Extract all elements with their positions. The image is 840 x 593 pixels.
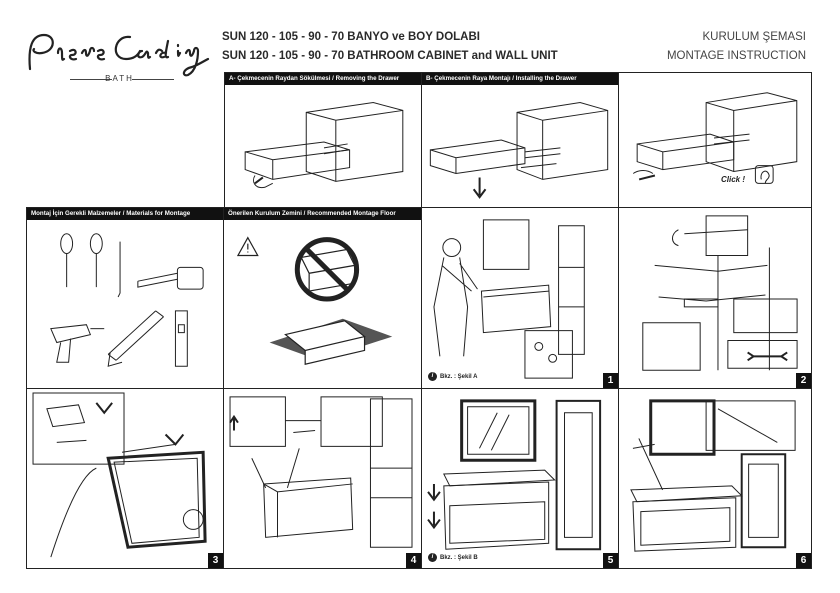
title-tr: SUN 120 - 105 - 90 - 70 BANYO ve BOY DOL… bbox=[222, 31, 480, 43]
step-number: 3 bbox=[208, 553, 223, 568]
hand-icon bbox=[633, 171, 653, 174]
step-number: 4 bbox=[406, 553, 421, 568]
panel-label: B- Çekmecenin Raya Montajı / Installing … bbox=[422, 73, 618, 85]
screwdriver-1-icon bbox=[61, 234, 73, 254]
panel-label: A- Çekmecenin Raydan Sökülmesi / Removin… bbox=[225, 73, 421, 85]
panel-label: Montaj İçin Gerekli Malzemeler / Materia… bbox=[27, 208, 223, 220]
person-icon bbox=[443, 239, 461, 257]
step-6-illustration bbox=[619, 389, 811, 568]
panel-removing-drawer: A- Çekmecenin Raydan Sökülmesi / Removin… bbox=[224, 72, 422, 208]
arrow-icon bbox=[255, 177, 263, 183]
logo-line-left bbox=[70, 79, 112, 80]
panel-step-1: i Bkz. : Şekil A 1 bbox=[421, 207, 619, 389]
logo-line-right bbox=[132, 79, 174, 80]
step-4-illustration bbox=[224, 389, 421, 568]
header-right-tr: KURULUM ŞEMASI bbox=[702, 31, 806, 43]
drill-icon bbox=[51, 325, 91, 363]
title-en: SUN 120 - 105 - 90 - 70 BATHROOM CABINET… bbox=[222, 50, 558, 62]
step-1-illustration bbox=[422, 208, 618, 388]
panel-step-3: 3 bbox=[26, 388, 224, 569]
panel-step-6: 6 bbox=[618, 388, 812, 569]
panel-recommended-floor: Önerilen Kurulum Zemini / Recommended Mo… bbox=[223, 207, 422, 389]
screwdriver-2-icon bbox=[90, 234, 102, 254]
click-label: Click ! bbox=[721, 175, 746, 184]
panel-label: Önerilen Kurulum Zemini / Recommended Mo… bbox=[224, 208, 421, 220]
warning-icon bbox=[238, 238, 258, 256]
panel-step-5: i Bkz. : Şekil B 5 bbox=[421, 388, 619, 569]
logo-sub: BATH bbox=[105, 74, 134, 83]
note-see-figure-a: i Bkz. : Şekil A bbox=[428, 372, 477, 381]
pierre-cardin-signature-logo bbox=[28, 33, 210, 77]
step-3-illustration bbox=[27, 389, 223, 568]
header-right-en: MONTAGE INSTRUCTION bbox=[666, 50, 806, 62]
panel-step-4: 4 bbox=[223, 388, 422, 569]
panel-step-2: 2 bbox=[618, 207, 812, 389]
tape-measure-icon bbox=[177, 267, 203, 289]
panel-installing-drawer-click: Click ! bbox=[618, 72, 812, 208]
spirit-level-icon bbox=[175, 311, 187, 366]
drawer-removal-illustration bbox=[225, 73, 421, 207]
info-icon: i bbox=[428, 372, 437, 381]
step-number: 2 bbox=[796, 373, 811, 388]
brand-logo: BATH bbox=[22, 22, 217, 92]
prohibited-icon bbox=[297, 240, 356, 299]
drawer-click-illustration bbox=[619, 73, 811, 207]
step-number: 1 bbox=[603, 373, 618, 388]
caulk-gun-icon bbox=[108, 311, 163, 366]
panel-installing-drawer: B- Çekmecenin Raya Montajı / Installing … bbox=[421, 72, 619, 208]
step-2-illustration bbox=[619, 208, 811, 388]
info-icon: i bbox=[428, 553, 437, 562]
materials-illustration bbox=[27, 208, 223, 388]
ear-icon bbox=[761, 171, 769, 183]
note-see-figure-b: i Bkz. : Şekil B bbox=[428, 553, 478, 562]
arrow-icon bbox=[474, 177, 486, 197]
step-5-illustration bbox=[422, 389, 618, 568]
pencil-icon bbox=[118, 242, 120, 297]
step-number: 6 bbox=[796, 553, 811, 568]
panel-materials: Montaj İçin Gerekli Malzemeler / Materia… bbox=[26, 207, 224, 389]
step-number: 5 bbox=[603, 553, 618, 568]
recommended-floor-illustration bbox=[224, 208, 393, 388]
drawer-installing-illustration bbox=[422, 73, 618, 207]
